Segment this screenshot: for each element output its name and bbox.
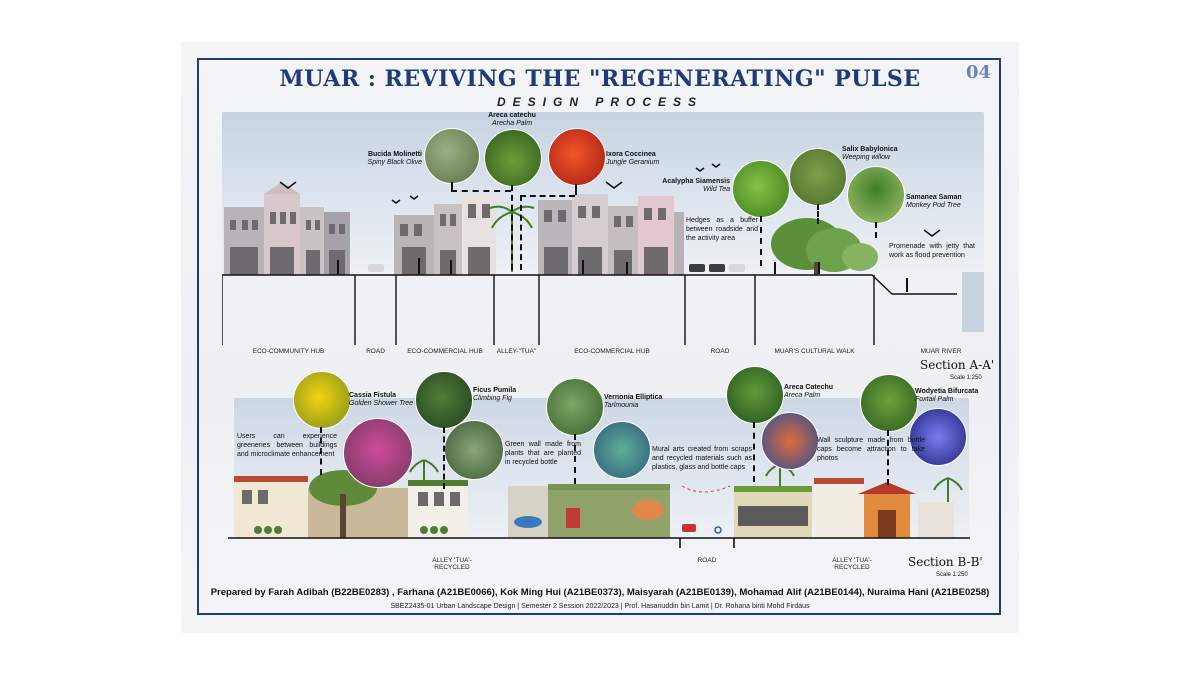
section-a-scale: Scale 1:250 [950, 375, 982, 381]
page-number: 04 [966, 62, 992, 83]
zone-alley-recycled-1: ALLEY 'TUA'- RECYCLED [432, 557, 472, 571]
section-a-title: Section A-A' [920, 358, 995, 372]
section-a-ground [222, 274, 957, 345]
wodyetia-bifurcata-image [860, 374, 918, 432]
zone-alley-tua: ALLEY-"TUA" [496, 348, 537, 355]
section-b-drawing [228, 459, 970, 548]
note-green-wall: Green wall made from plants that are pla… [505, 441, 581, 466]
bucida-molinetti-image [424, 128, 480, 184]
leader-line [520, 195, 522, 270]
river-boat [962, 272, 984, 332]
salix-babylonica-image [789, 148, 847, 206]
areca-catechu-image [484, 129, 542, 187]
birds-a [279, 163, 941, 237]
zone-alley-recycled-2: ALLEY 'TUA'- RECYCLED [832, 557, 872, 571]
ixora-coccinea-image [548, 128, 606, 186]
leader-line [511, 185, 513, 270]
alley-buildings-right [734, 478, 954, 538]
zone-eco-community-hub: ECO-COMMUNITY HUB [252, 348, 325, 355]
zone-muar-river: MUAR RIVER [920, 348, 962, 355]
leader-line [520, 195, 575, 197]
wall-sculpture-blue-image [909, 408, 967, 466]
cassia-fistula-image [293, 371, 351, 429]
cultural-walk-trees [771, 218, 878, 275]
shophouse-block-right [538, 194, 684, 275]
note-hedges: Hedges as a buffer between roadside and … [686, 217, 758, 242]
zone-road-1: ROAD [366, 348, 385, 355]
zone-cultural-walk: MUAR'S CULTURAL WALK [774, 348, 855, 355]
samanea-saman-image [847, 166, 905, 224]
poster-frame [197, 58, 1001, 615]
leader-line [451, 182, 453, 190]
leader-line [575, 184, 577, 195]
zone-eco-commercial-hub-2: ECO-COMMERCIAL HUB [574, 348, 650, 355]
vernonia-elliptica-image [546, 378, 604, 436]
leader-line [443, 427, 445, 489]
cars [368, 264, 745, 272]
section-a-drawing [222, 163, 984, 345]
bottle-cap-sculpture-image [761, 412, 819, 470]
leader-line [817, 204, 819, 224]
zone-eco-commercial-hub-1: ECO-COMMERCIAL HUB [407, 348, 483, 355]
leader-line [574, 434, 576, 484]
poster-title: MUAR : REVIVING THE "REGENERATING" PULSE [279, 66, 921, 92]
note-users-greeneries: Users can experience greeneries between … [237, 433, 337, 458]
note-wall-sculpture: Wall sculpture made from bottle caps bec… [817, 437, 925, 462]
mural-turtle-image [593, 421, 651, 479]
shophouse-block-center [394, 194, 496, 275]
section-b-title: Section B-B' [908, 555, 983, 569]
road-vehicles [681, 485, 731, 534]
leader-line [760, 216, 762, 266]
zone-road-2: ROAD [710, 348, 730, 355]
leader-line [753, 422, 755, 482]
poster-subtitle: DESIGN PROCESS [496, 95, 704, 109]
people [337, 258, 908, 292]
section-b-scale: Scale 1:250 [936, 572, 968, 578]
areca-catechu-b-image [726, 366, 784, 424]
section-b-ground [228, 537, 970, 548]
green-wall-bottles-image [444, 420, 504, 480]
acalypha-siamensis-image [732, 160, 790, 218]
note-promenade: Promenade with jetty that work as flood … [889, 243, 975, 259]
leader-line [887, 430, 889, 485]
alley-buildings-center [508, 484, 670, 538]
alley-buildings-left [234, 470, 468, 538]
leader-line [875, 222, 877, 238]
cassia-flowers-image [343, 418, 413, 488]
leader-line [320, 427, 322, 475]
prepared-by: Prepared by Farah Adibah (B22BE0283) , F… [210, 587, 990, 598]
leader-line [451, 190, 511, 192]
shophouse-block-left [224, 182, 350, 275]
note-mural-arts: Mural arts created from scraps and recyc… [652, 446, 752, 471]
course-info: SBEZ2435-01 Urban Landscape Design | Sem… [390, 603, 810, 610]
zone-road-b: ROAD [697, 557, 717, 564]
